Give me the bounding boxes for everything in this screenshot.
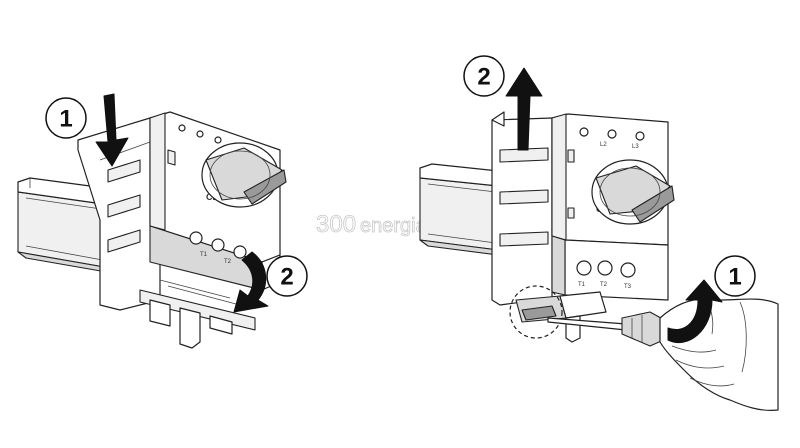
terminal-label-t1-right: T1 — [578, 282, 586, 288]
svg-text:2: 2 — [477, 64, 490, 91]
rotary-handle-right — [591, 159, 675, 225]
hand-icon — [659, 297, 779, 411]
rotary-handle-left — [201, 142, 287, 208]
terminal-label-t3-right: T3 — [624, 284, 632, 290]
step-2-badge-left: 2 — [266, 255, 308, 297]
terminal-label-t2-right: T2 — [600, 282, 608, 288]
arrow-curved-rotate-icon — [233, 251, 269, 313]
terminal-label-t2: T2 — [224, 259, 232, 265]
step-1-badge-left: 1 — [45, 97, 87, 139]
terminal-label-l3: L3 — [632, 144, 639, 150]
terminal-label-l2: L2 — [600, 142, 607, 148]
svg-text:1: 1 — [59, 106, 72, 133]
top-terminal-screws-right — [579, 127, 645, 141]
mounting-clips-left — [139, 279, 256, 349]
terminal-label-t1: T1 — [200, 252, 208, 258]
step-1-badge-right: 1 — [714, 255, 756, 297]
svg-text:300: 300 — [316, 211, 356, 238]
highlight-dashed-circle — [509, 285, 563, 339]
din-rail-right — [419, 163, 509, 257]
arrow-curved-lever-icon — [667, 279, 723, 344]
terminal-screws-left — [189, 231, 247, 259]
step-2-badge-right: 2 — [463, 55, 505, 97]
left-mounting-figure: T1 T2 CE 1 — [17, 93, 308, 349]
arrow-up-lift-icon — [505, 67, 543, 151]
bottom-terminal-screws-right — [576, 260, 636, 278]
mounting-plate-right — [491, 111, 553, 306]
svg-text:1: 1 — [728, 264, 741, 291]
svg-text:2: 2 — [280, 264, 293, 291]
right-removal-figure: L2 L3 T1 T2 T3 CE — [419, 55, 779, 411]
arrow-down-push-icon — [95, 93, 129, 167]
screwdriver-icon — [547, 311, 669, 347]
